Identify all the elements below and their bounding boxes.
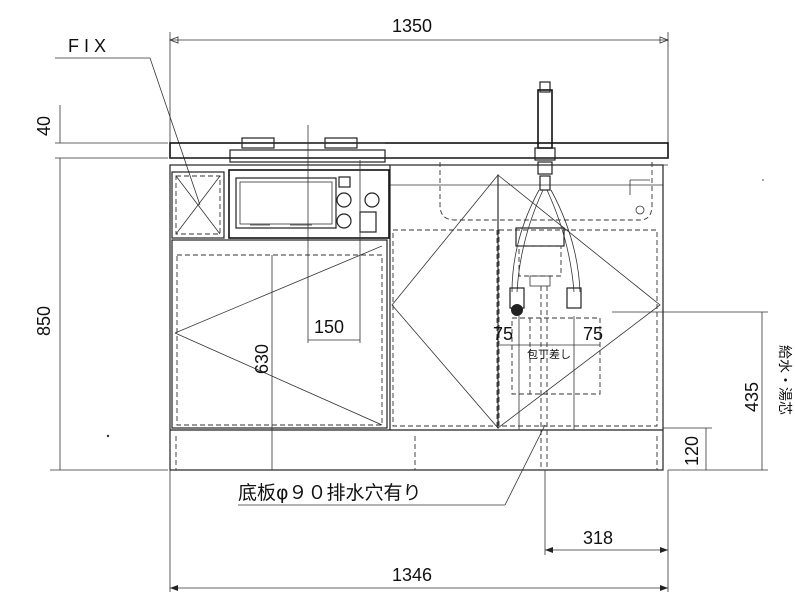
drain-note: 底板φ９０排水穴有り — [238, 482, 422, 504]
dimension-plinth-label: 120 — [682, 436, 702, 466]
supply-note: 給水・湯芯 — [776, 345, 793, 415]
dimension-width-bottom: 1346 — [169, 470, 668, 592]
left-door — [171, 239, 388, 429]
dimension-burner-offset: 150 — [307, 125, 361, 343]
cabinet-body — [169, 164, 664, 471]
stove-unit — [228, 137, 390, 239]
dimension-top-thickness-label: 40 — [34, 116, 54, 136]
dimension-top-thickness: 40 — [34, 105, 168, 159]
stray-dot — [106, 434, 110, 438]
dimension-pipe-left-label: 75 — [493, 324, 513, 344]
dimension-plinth: 120 — [663, 427, 712, 470]
dimension-pipe-height-label: 435 — [742, 382, 762, 412]
dimension-pipe-height: 435 給水・湯芯 — [612, 311, 793, 471]
dimension-drain-offset-label: 318 — [583, 528, 613, 548]
dimension-width-top-label: 1350 — [392, 16, 432, 36]
connection-note: 包丁差し — [527, 347, 571, 361]
dimension-total-height: 850 — [34, 158, 168, 471]
fix-label-group: F I X — [55, 36, 201, 206]
dimension-inner-height: 630 — [252, 255, 273, 470]
dimension-inner-height-label: 630 — [252, 344, 272, 374]
drain-note-group: 底板φ９０排水穴有り — [238, 424, 546, 506]
stray-dot — [762, 179, 764, 181]
sink-cabinet — [389, 162, 663, 470]
dimension-pipe-spacing: 75 75 包丁差し — [493, 324, 603, 361]
faucet — [511, 81, 581, 293]
dimension-burner-offset-label: 150 — [314, 317, 344, 337]
dimension-drain-offset: 318 — [544, 470, 669, 592]
dimension-total-height-label: 850 — [34, 306, 54, 336]
fix-panel — [171, 171, 225, 239]
dimension-pipe-right-label: 75 — [583, 324, 603, 344]
supply-valves — [509, 287, 601, 430]
dimension-width-top: 1350 — [168, 16, 670, 158]
fix-label: F I X — [68, 36, 106, 56]
dimension-width-bottom-label: 1346 — [392, 565, 432, 585]
